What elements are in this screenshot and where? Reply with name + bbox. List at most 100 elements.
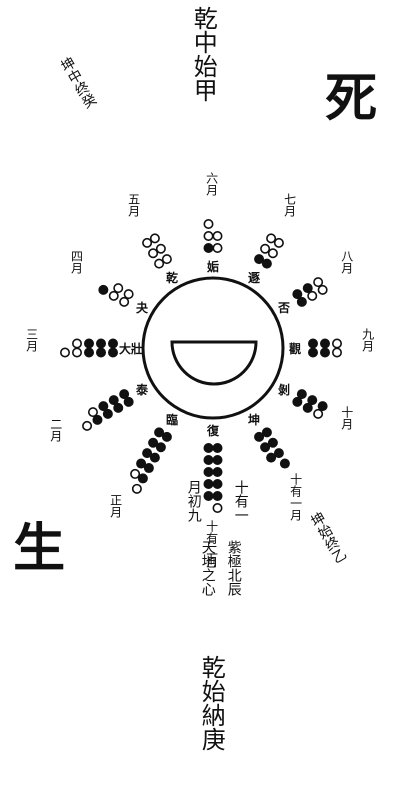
yang-dot	[73, 339, 81, 347]
yin-dot	[298, 298, 306, 306]
ray-label-6: 姤	[207, 259, 219, 274]
yin-dot	[204, 244, 212, 252]
ray-label-3: 大壯	[119, 341, 143, 356]
yang-dot	[149, 249, 157, 257]
month-label-0: 十有二月	[205, 520, 218, 568]
yin-dot	[255, 433, 263, 441]
yang-dot	[261, 245, 269, 253]
yang-dot	[133, 485, 141, 493]
yang-dot	[163, 255, 171, 263]
yang-dot	[124, 290, 132, 298]
yin-dot	[213, 456, 221, 464]
yin-dot	[321, 348, 329, 356]
yin-dot	[309, 339, 317, 347]
yin-dot	[213, 492, 221, 500]
month-label-4: 四月	[70, 250, 83, 274]
yin-dot	[114, 404, 122, 412]
yin-dot	[143, 449, 151, 457]
ray-label-2: 泰	[135, 382, 149, 397]
yin-dot	[263, 259, 271, 267]
yin-dot	[137, 459, 145, 467]
yin-dot	[204, 444, 212, 452]
large-char-sheng: 生	[6, 520, 61, 572]
label-yue-chu-jiu: 月初九	[186, 480, 201, 522]
yin-dot	[213, 480, 221, 488]
yang-dot	[61, 348, 69, 356]
yang-dot	[213, 232, 221, 240]
yang-dot	[131, 470, 139, 478]
yin-dot	[149, 439, 157, 447]
yin-dot	[85, 348, 93, 356]
ray-label-0: 復	[206, 423, 220, 438]
yin-dot	[85, 339, 93, 347]
yang-dot	[151, 234, 159, 242]
label-qian-na-geng: 乾始納庚	[198, 655, 223, 751]
yin-dot	[99, 402, 107, 410]
yin-dot	[109, 339, 117, 347]
yang-dot	[213, 244, 221, 252]
yin-dot	[293, 398, 301, 406]
month-label-11: 十有一月	[289, 473, 302, 521]
large-char-si: 死	[318, 70, 373, 122]
yang-dot	[110, 292, 118, 300]
yang-dot	[269, 249, 277, 257]
yin-dot	[269, 439, 277, 447]
yang-dot	[308, 292, 316, 300]
yin-dot	[304, 404, 312, 412]
yin-dot	[204, 456, 212, 464]
yin-dot	[109, 348, 117, 356]
yin-dot	[263, 428, 271, 436]
yang-dot	[204, 220, 212, 228]
yang-dot	[267, 234, 275, 242]
month-label-3: 三月	[25, 328, 38, 352]
yin-dot	[318, 402, 326, 410]
yang-dot	[120, 298, 128, 306]
month-label-7: 七月	[283, 193, 296, 217]
yin-dot	[204, 468, 212, 476]
yin-dot	[97, 339, 105, 347]
yin-dot	[309, 348, 317, 356]
ray-label-11: 坤	[248, 412, 260, 427]
yin-dot	[110, 396, 118, 404]
yin-dot	[120, 390, 128, 398]
yin-dot	[204, 480, 212, 488]
ray-label-1: 臨	[166, 412, 178, 427]
yang-dot	[83, 422, 91, 430]
month-label-8: 八月	[340, 250, 353, 274]
ray-label-5: 乾	[166, 270, 178, 285]
yang-dot	[314, 278, 322, 286]
yin-dot	[124, 398, 132, 406]
yin-dot	[304, 284, 312, 292]
ray-label-4: 夬	[136, 300, 149, 315]
yin-dot	[151, 453, 159, 461]
yin-dot	[308, 396, 316, 404]
yang-dot	[114, 284, 122, 292]
yin-dot	[321, 339, 329, 347]
yin-dot	[139, 474, 147, 482]
yang-dot	[318, 286, 326, 294]
month-label-5: 五月	[127, 193, 140, 217]
yin-dot	[99, 286, 107, 294]
ray-label-10: 剝	[278, 382, 290, 397]
month-label-9: 九月	[361, 328, 374, 352]
yang-dot	[155, 259, 163, 267]
yin-dot	[261, 443, 269, 451]
ray-label-8: 否	[277, 301, 290, 315]
yin-dot	[275, 449, 283, 457]
yin-dot	[97, 348, 105, 356]
yin-dot	[298, 390, 306, 398]
yin-dot	[93, 416, 101, 424]
yin-dot	[155, 428, 163, 436]
yang-dot	[157, 245, 165, 253]
month-label-2: 二月	[49, 418, 62, 442]
yang-dot	[275, 239, 283, 247]
ray-label-7: 遯	[248, 270, 260, 285]
label-zi-ji: 紫極北辰	[226, 540, 241, 596]
yang-dot	[73, 348, 81, 356]
month-label-1: 正月	[109, 494, 122, 518]
yang-dot	[143, 239, 151, 247]
yang-dot	[333, 339, 341, 347]
yin-dot	[204, 492, 212, 500]
yang-dot	[204, 232, 212, 240]
yin-dot	[255, 255, 263, 263]
